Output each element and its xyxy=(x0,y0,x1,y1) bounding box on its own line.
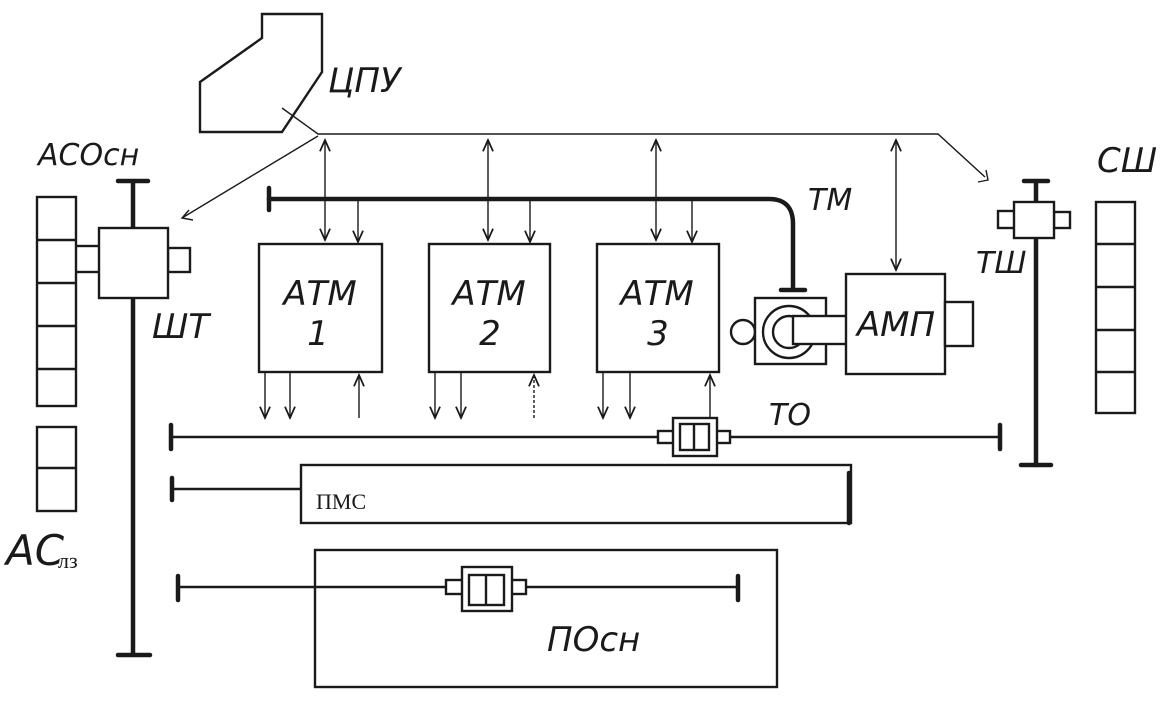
atm-module-2 xyxy=(427,242,552,374)
atm-module-1-number: 1 xyxy=(307,314,329,354)
aso-rack xyxy=(35,195,78,408)
atm-module-1 xyxy=(257,242,384,374)
control-bus-arrowhead-tsh xyxy=(977,169,989,183)
sht-carriage xyxy=(97,226,170,300)
aso-label: АСОсн xyxy=(36,138,139,173)
atm-module-2-label: АТМ xyxy=(450,274,525,314)
pms-area xyxy=(299,463,853,525)
amp-module-side xyxy=(943,300,975,348)
tm-line xyxy=(266,196,796,291)
posn-label: ПОсн xyxy=(547,620,640,660)
sh-label: СШ xyxy=(1097,141,1157,181)
tsh-carriage-right xyxy=(1052,210,1072,230)
tsh-carriage xyxy=(1012,200,1056,240)
tsh-carriage-left xyxy=(996,209,1017,230)
posn-area xyxy=(313,548,779,689)
control-link-sht xyxy=(181,135,319,219)
sh-rack xyxy=(1094,200,1137,415)
tm-label: ТМ xyxy=(808,183,852,218)
control-link-sht-arrowhead xyxy=(180,209,194,221)
atm-module-3-number: 3 xyxy=(647,314,669,354)
atm-module-1-label: АТМ xyxy=(281,274,356,314)
control-console-shape xyxy=(198,12,324,134)
amp-module xyxy=(844,272,947,376)
sht-label: ШТ xyxy=(152,307,211,347)
sht-carriage-right xyxy=(166,246,192,274)
sht-carriage-left xyxy=(73,244,102,274)
atm-module-3-label: АТМ xyxy=(618,274,693,314)
as-label-subscript: лз xyxy=(58,548,78,573)
pms-label: ПМС xyxy=(316,489,366,514)
as-label: АС xyxy=(3,526,65,575)
atm-module-2-number: 2 xyxy=(479,314,501,354)
atm-module-3 xyxy=(595,242,721,374)
control-bus xyxy=(281,107,986,178)
roller-left-cap xyxy=(729,318,757,346)
amp-module-label: АМП xyxy=(855,305,935,345)
control-console-label: ЦПУ xyxy=(328,61,403,101)
to-label: ТО xyxy=(769,398,811,433)
tsh-label: ТШ xyxy=(976,246,1026,281)
roller-shaft xyxy=(791,314,849,346)
